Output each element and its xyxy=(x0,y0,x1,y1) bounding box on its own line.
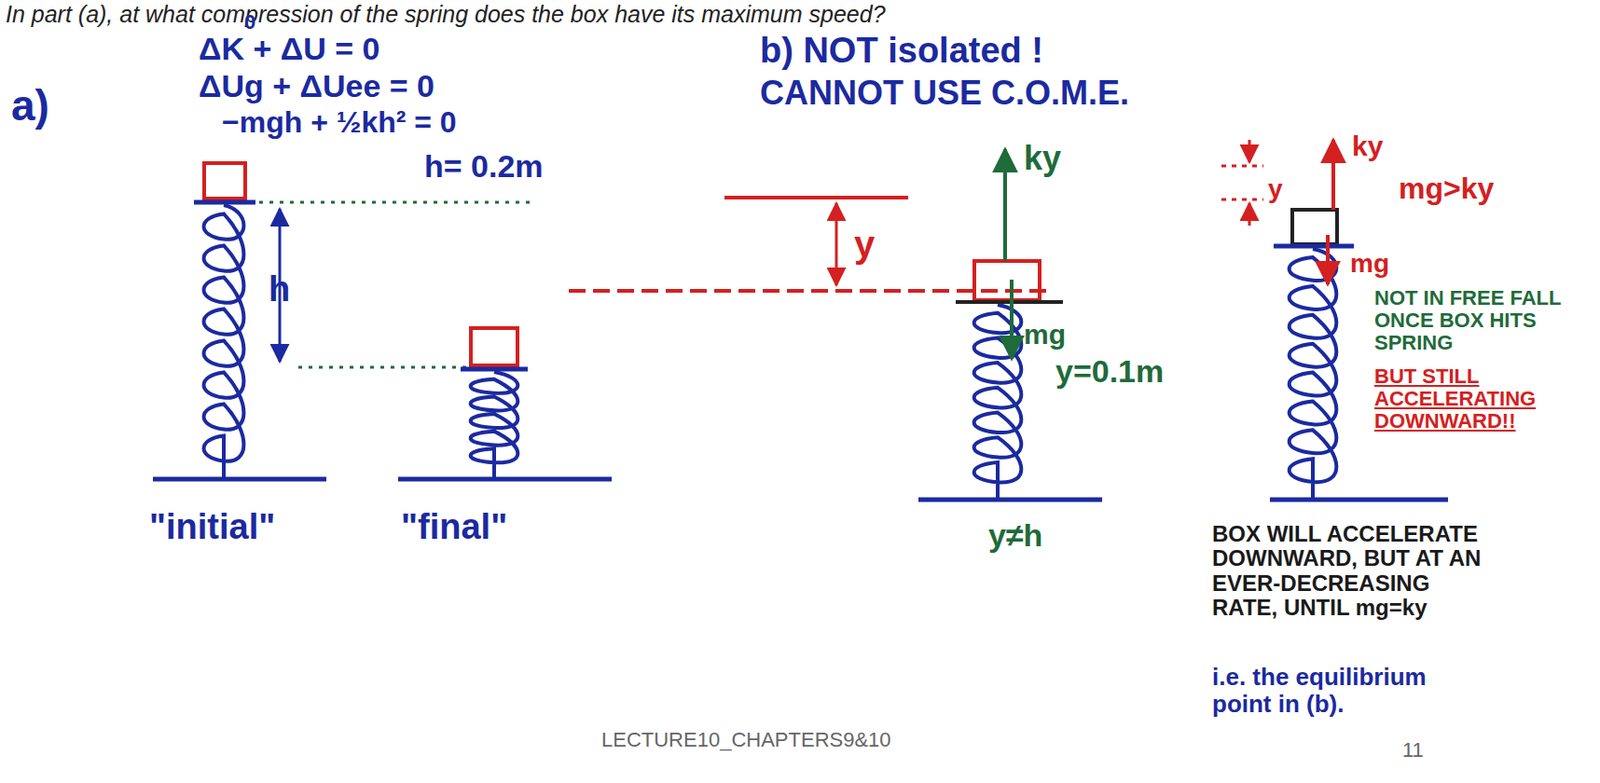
note: BUT STILL ACCELERATING DOWNWARD!! xyxy=(1374,365,1585,434)
y-arrow xyxy=(1248,203,1252,226)
footer: LECTURE10_CHAPTERS9&10 xyxy=(601,729,892,752)
note: y≠h xyxy=(988,518,1043,553)
note: CANNOT USE C.O.M.E. xyxy=(759,74,1130,112)
force-label: ky xyxy=(1023,139,1062,178)
red-line xyxy=(568,289,1052,293)
force-arrow xyxy=(1009,279,1014,359)
spring-coil xyxy=(204,205,245,478)
note: i.e. the equilibrium point in (b). xyxy=(1212,663,1464,718)
y-arrow xyxy=(835,203,839,286)
plate xyxy=(1273,244,1354,249)
box xyxy=(470,328,518,366)
note: NOT IN FREE FALL ONCE BOX HITS SPRING xyxy=(1374,287,1585,356)
ground xyxy=(918,497,1103,503)
plate xyxy=(193,200,256,206)
ground xyxy=(398,477,612,483)
ground xyxy=(1269,497,1449,503)
dotted-line xyxy=(298,366,467,370)
y-arrow xyxy=(1248,139,1252,163)
note: mg>ky xyxy=(1398,172,1494,206)
spring-coil xyxy=(470,372,519,478)
equation: ΔK + ΔU = 0 xyxy=(198,31,380,67)
equation: ΔUg + ΔUee = 0 xyxy=(198,68,435,104)
spring-coil xyxy=(974,304,1022,498)
red-line xyxy=(724,195,909,200)
note: b) NOT isolated ! xyxy=(759,31,1044,71)
box xyxy=(204,163,246,199)
note: BOX WILL ACCELERATE DOWNWARD, BUT AT AN … xyxy=(1212,522,1492,621)
spring-coil xyxy=(1289,248,1338,498)
superscript: 0 xyxy=(244,11,256,34)
plate xyxy=(460,367,528,373)
dotted-line xyxy=(259,201,537,205)
dimension: y=0.1m xyxy=(1055,354,1164,389)
page-number: 11 xyxy=(1402,739,1424,762)
box xyxy=(1292,209,1338,245)
part-label: a) xyxy=(11,82,50,130)
equation: −mgh + ½kh² = 0 xyxy=(221,106,457,139)
plate xyxy=(955,300,1063,304)
force-arrow xyxy=(1331,139,1336,210)
force-arrow xyxy=(1003,149,1007,262)
force-label: mg xyxy=(1350,249,1390,279)
state-label: "initial" xyxy=(149,508,276,548)
box xyxy=(974,261,1040,301)
dimension: h= 0.2m xyxy=(424,149,544,184)
dimension: h xyxy=(268,270,290,310)
springs xyxy=(204,205,1338,498)
dotted-line xyxy=(1221,165,1264,168)
force-label: ky xyxy=(1351,130,1383,162)
question-text: In part (a), at what compression of the … xyxy=(5,1,886,28)
force-arrow xyxy=(1325,234,1330,285)
force-label: mg xyxy=(1023,318,1066,350)
ground xyxy=(152,477,327,483)
dimension: y xyxy=(1268,175,1283,205)
dimension: y xyxy=(854,223,875,265)
state-label: "final" xyxy=(400,508,508,548)
dotted-line xyxy=(1221,198,1264,202)
